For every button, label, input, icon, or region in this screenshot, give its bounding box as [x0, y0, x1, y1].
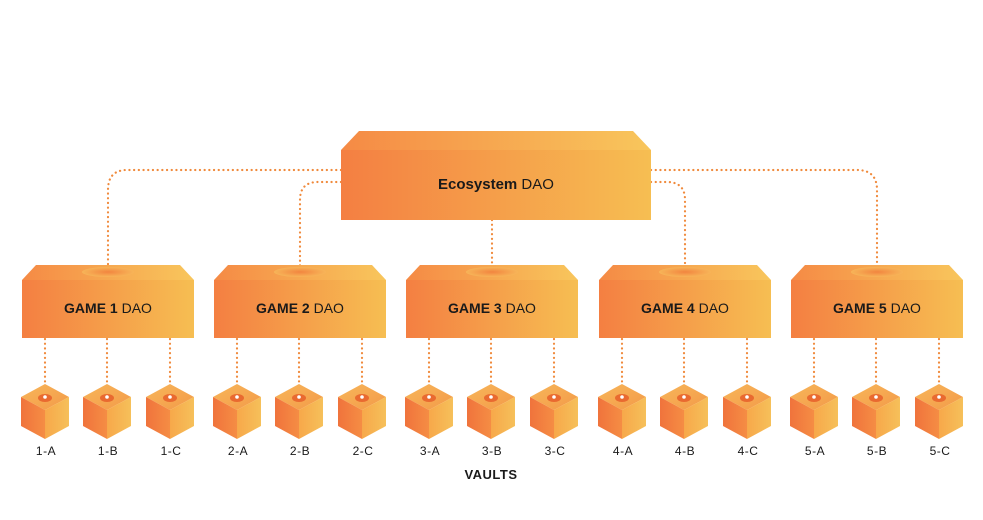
connector-line [649, 180, 687, 270]
vault-cube-dot [552, 395, 556, 399]
dao-boxes [22, 131, 963, 338]
vault-cube-dot [105, 395, 109, 399]
vault-cube-left [338, 397, 362, 439]
vault-cube-left [530, 397, 554, 439]
vault-label: 5-B [866, 444, 888, 458]
game-4-dao-label: GAME 4 DAO [599, 300, 771, 316]
ecosystem-name: Ecosystem [438, 176, 518, 193]
game-1-dao-label: GAME 1 DAO [22, 300, 194, 316]
vault-cube-dot [297, 395, 301, 399]
vault-cube-right [107, 397, 131, 439]
vault-cube-left [723, 397, 747, 439]
vault-cube-left [915, 397, 939, 439]
vault-cube-right [237, 397, 261, 439]
game-1-name: GAME 1 [64, 300, 118, 316]
vault-cube-right [747, 397, 771, 439]
game-5-suffix: DAO [886, 300, 921, 316]
vault-cube-dot [168, 395, 172, 399]
vault-label: 3-B [481, 444, 503, 458]
game-box-socket [274, 267, 326, 277]
vault-label: 2-B [289, 444, 311, 458]
vault-cube-right [45, 397, 69, 439]
vault-cube-right [491, 397, 515, 439]
vault-cube-dot [745, 395, 749, 399]
vault-cube-left [405, 397, 429, 439]
game-box-socket [659, 267, 711, 277]
vault-label: 1-C [160, 444, 182, 458]
connector-line [106, 168, 343, 270]
vault-cube-left [213, 397, 237, 439]
vault-label: 1-B [97, 444, 119, 458]
vaults-title: VAULTS [464, 467, 518, 482]
game-2-name: GAME 2 [256, 300, 310, 316]
vault-cube-right [429, 397, 453, 439]
vault-cube-dot [620, 395, 624, 399]
vault-cube-right [939, 397, 963, 439]
vault-label: 1-A [35, 444, 57, 458]
game-box-front [791, 280, 963, 338]
vault-cube-dot [43, 395, 47, 399]
vault-label: 4-A [612, 444, 634, 458]
ecosystem-suffix: DAO [517, 176, 554, 193]
game-4-suffix: DAO [694, 300, 729, 316]
vault-cube-left [467, 397, 491, 439]
vault-cube-dot [937, 395, 941, 399]
game-box-front [599, 280, 771, 338]
vault-label: 5-A [804, 444, 826, 458]
vault-label: 2-A [227, 444, 249, 458]
game-box-socket [466, 267, 518, 277]
game-box-socket [82, 267, 134, 277]
vault-label: 3-C [544, 444, 566, 458]
vault-label: 5-C [929, 444, 951, 458]
vault-label: 2-C [352, 444, 374, 458]
vault-cube-left [852, 397, 876, 439]
connector-line [298, 180, 343, 270]
vault-cube-right [299, 397, 323, 439]
ecosystem-box-top [341, 131, 651, 150]
vault-cube-dot [235, 395, 239, 399]
vault-label: 3-A [419, 444, 441, 458]
vault-cube-dot [427, 395, 431, 399]
vault-cube-left [598, 397, 622, 439]
vault-cube-left [275, 397, 299, 439]
vault-cube-left [21, 397, 45, 439]
game-3-dao-label: GAME 3 DAO [406, 300, 578, 316]
connector-line [649, 168, 879, 270]
vault-label: 4-C [737, 444, 759, 458]
vault-cube-dot [489, 395, 493, 399]
vault-cube-right [362, 397, 386, 439]
game-box-front [22, 280, 194, 338]
vault-cube-right [876, 397, 900, 439]
vault-cube-left [146, 397, 170, 439]
game-box-socket [851, 267, 903, 277]
game-box-front [406, 280, 578, 338]
game-1-suffix: DAO [117, 300, 152, 316]
vault-cubes [21, 384, 963, 439]
game-box-front [214, 280, 386, 338]
vault-cube-left [790, 397, 814, 439]
vault-cube-dot [682, 395, 686, 399]
vault-cube-right [554, 397, 578, 439]
game-3-suffix: DAO [501, 300, 536, 316]
vault-label: 4-B [674, 444, 696, 458]
vault-cube-dot [360, 395, 364, 399]
vault-cube-right [684, 397, 708, 439]
game-2-suffix: DAO [309, 300, 344, 316]
game-5-name: GAME 5 [833, 300, 887, 316]
game-4-name: GAME 4 [641, 300, 695, 316]
ecosystem-box-front [341, 150, 651, 220]
vault-cube-right [814, 397, 838, 439]
vault-cube-right [622, 397, 646, 439]
game-2-dao-label: GAME 2 DAO [214, 300, 386, 316]
ecosystem-dao-label: Ecosystem DAO [341, 176, 651, 193]
game-5-dao-label: GAME 5 DAO [791, 300, 963, 316]
vault-cube-right [170, 397, 194, 439]
game-3-name: GAME 3 [448, 300, 502, 316]
vault-cube-dot [812, 395, 816, 399]
vault-cube-dot [874, 395, 878, 399]
vault-cube-left [660, 397, 684, 439]
connector-lines [43, 168, 941, 386]
vault-cube-left [83, 397, 107, 439]
